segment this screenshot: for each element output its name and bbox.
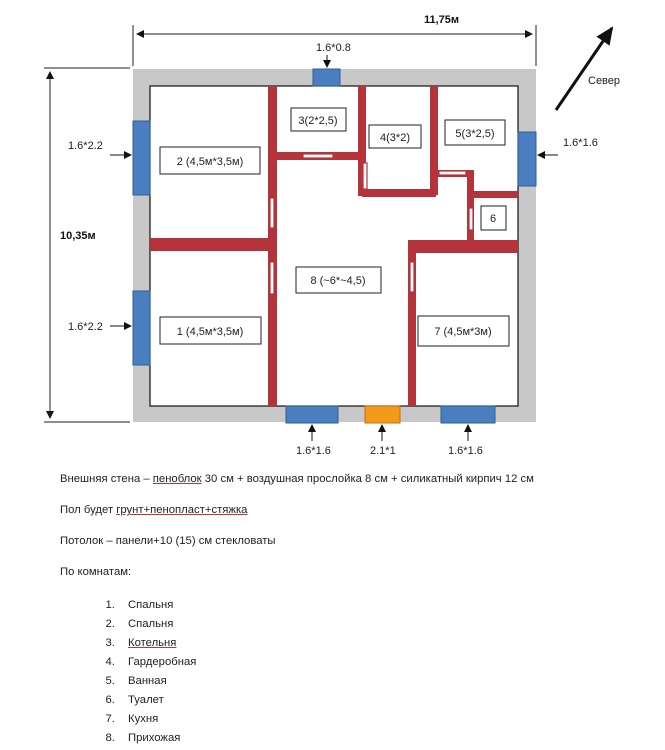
wall-room-6-top	[470, 191, 518, 198]
window-top	[312, 68, 341, 87]
door-room-5	[438, 170, 467, 176]
room-2-box	[159, 146, 261, 175]
wall-room-7-top	[408, 240, 518, 253]
note-wall: Внешняя стена – пеноблок 30 см + воздушн…	[60, 472, 650, 486]
note-wall-prefix: Внешняя стена –	[60, 473, 153, 485]
list-item: Прихожая	[118, 729, 650, 748]
window-right-label: 1.6*1.6	[563, 137, 598, 149]
north-label: Север	[588, 75, 620, 87]
door-room-1	[269, 261, 275, 295]
list-item: Спальня	[118, 615, 650, 634]
window-left-top	[132, 120, 151, 196]
list-item: Ванная	[118, 672, 650, 691]
room-3-box	[290, 107, 347, 132]
dim-width-label: 11,75м	[424, 14, 459, 26]
note-wall-suffix: 30 см + воздушная прослойка 8 см + силик…	[201, 473, 534, 485]
window-left-bottom	[132, 290, 151, 366]
room-1-label: 1 (4,5м*3,5м)	[177, 326, 244, 338]
note-floor-prefix: Пол будет	[60, 504, 117, 516]
room-1-box	[159, 316, 262, 345]
room-6-box	[480, 205, 507, 231]
room-5-label: 5(3*2,5)	[455, 128, 494, 140]
windows	[132, 68, 537, 424]
notes: Внешняя стена – пеноблок 30 см + воздушн…	[60, 472, 650, 748]
entrance-door-label: 2.1*1	[370, 445, 396, 457]
list-item: Котельня	[118, 634, 650, 653]
wall-room-4-bottom	[362, 189, 436, 197]
wall-between-rooms-1-2	[150, 238, 274, 251]
rooms-heading: По комнатам:	[60, 566, 132, 578]
door-room-6	[468, 207, 474, 231]
room-8-label: 8 (~6*~4,5)	[310, 275, 365, 287]
window-right	[517, 131, 537, 187]
dim-height-label: 10,35м	[60, 230, 96, 242]
list-item: Кухня	[118, 710, 650, 729]
wall-room-6-left	[467, 170, 474, 240]
door-room-2	[269, 197, 275, 229]
note-floor-material: грунт+пенопласт+стяжка	[116, 504, 248, 516]
floor-plan: 11,75м 10,35м Север	[44, 14, 620, 457]
list-item: Гардеробная	[118, 653, 650, 672]
room-8-box	[295, 266, 382, 294]
window-bottom-right	[440, 405, 496, 424]
door-room-3	[302, 153, 334, 159]
room-2-label: 2 (4,5м*3,5м)	[177, 156, 244, 168]
list-item: Спальня	[118, 596, 650, 615]
wall-room-4-right	[430, 86, 438, 195]
interior-doors	[269, 153, 474, 295]
list-item: Туалет	[118, 691, 650, 710]
room-4-label: 4(3*2)	[380, 132, 410, 144]
wall-room-7-left	[408, 240, 416, 406]
room-3-label: 3(2*2,5)	[298, 115, 337, 127]
room-list: Спальня Спальня Котельня Гардеробная Ван…	[60, 596, 650, 748]
note-ceiling: Потолок – панели+10 (15) см стекловаты	[60, 535, 276, 547]
north-arrow	[554, 26, 614, 111]
room-4-box	[368, 124, 422, 149]
window-left-top-label: 1.6*2.2	[68, 140, 103, 152]
window-left-bottom-label: 1.6*2.2	[68, 321, 103, 333]
window-bottom-left-label: 1.6*1.6	[296, 445, 331, 457]
room-7-box	[417, 315, 510, 347]
room-5-box	[444, 119, 506, 146]
wall-room-3-right	[358, 86, 366, 196]
door-room-4	[362, 162, 368, 190]
room-7-label: 7 (4,5м*3м)	[434, 326, 491, 338]
note-wall-material: пеноблок	[152, 473, 202, 485]
window-bottom-left	[285, 405, 339, 424]
room-6-label: 6	[490, 213, 496, 225]
entrance-door	[364, 405, 401, 424]
window-bottom-right-label: 1.6*1.6	[448, 445, 483, 457]
door-room-7	[409, 261, 415, 293]
window-top-label: 1.6*0.8	[316, 42, 351, 54]
wall-left-corridor	[268, 86, 277, 406]
note-floor: Пол будет грунт+пенопласт+стяжка	[60, 503, 650, 517]
